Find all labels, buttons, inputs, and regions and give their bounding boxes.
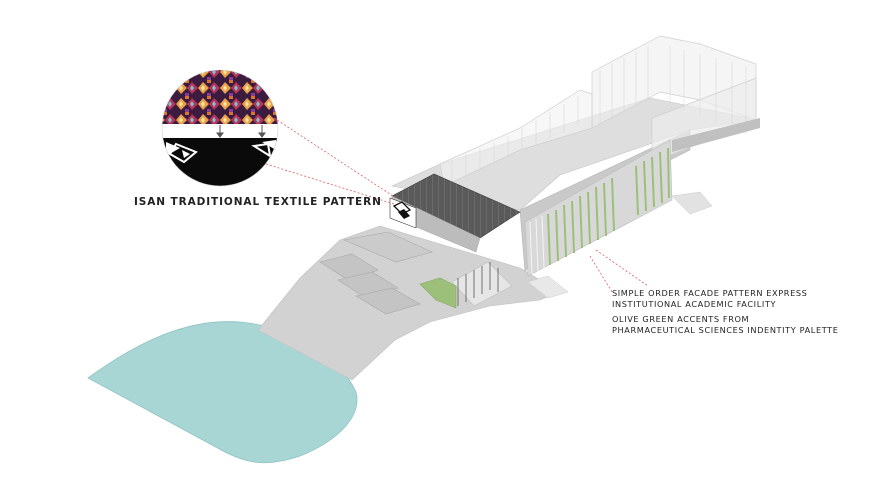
inset-outline [161,69,279,187]
green-accent-annotation: OLIVE GREEN ACCENTS FROM PHARMACEUTICAL … [612,314,839,336]
green-entrance-panel [419,277,457,309]
textile-pattern-label: ISAN TRADITIONAL TEXTILE PATTERN [134,196,382,208]
main-facade [524,139,673,277]
inset-arrows [216,125,266,138]
white-facade-fins [529,215,545,275]
green-accent-line2: PHARMACEUTICAL SCIENCES INDENTITY PALETT… [612,325,839,335]
screen-mullions [451,46,747,182]
right-wing-ground [671,191,713,215]
green-accent-line1: OLIVE GREEN ACCENTS FROM [612,314,750,324]
textile-motif-gable [389,197,417,229]
leader-lines [265,117,649,293]
facade-annotation: SIMPLE ORDER FACADE PATTERN EXPRESS INST… [612,288,807,310]
pavilion-mullions [457,262,499,306]
side-walkway [527,275,569,299]
facade-annotation-line1: SIMPLE ORDER FACADE PATTERN EXPRESS [612,288,808,298]
landscape-ramps [319,231,433,315]
rooftop-screens [439,35,757,187]
facade-annotation-line2: INSTITUTIONAL ACADEMIC FACILITY [612,299,777,309]
right-wing-wall [672,118,760,152]
green-facade-fins [547,147,670,266]
